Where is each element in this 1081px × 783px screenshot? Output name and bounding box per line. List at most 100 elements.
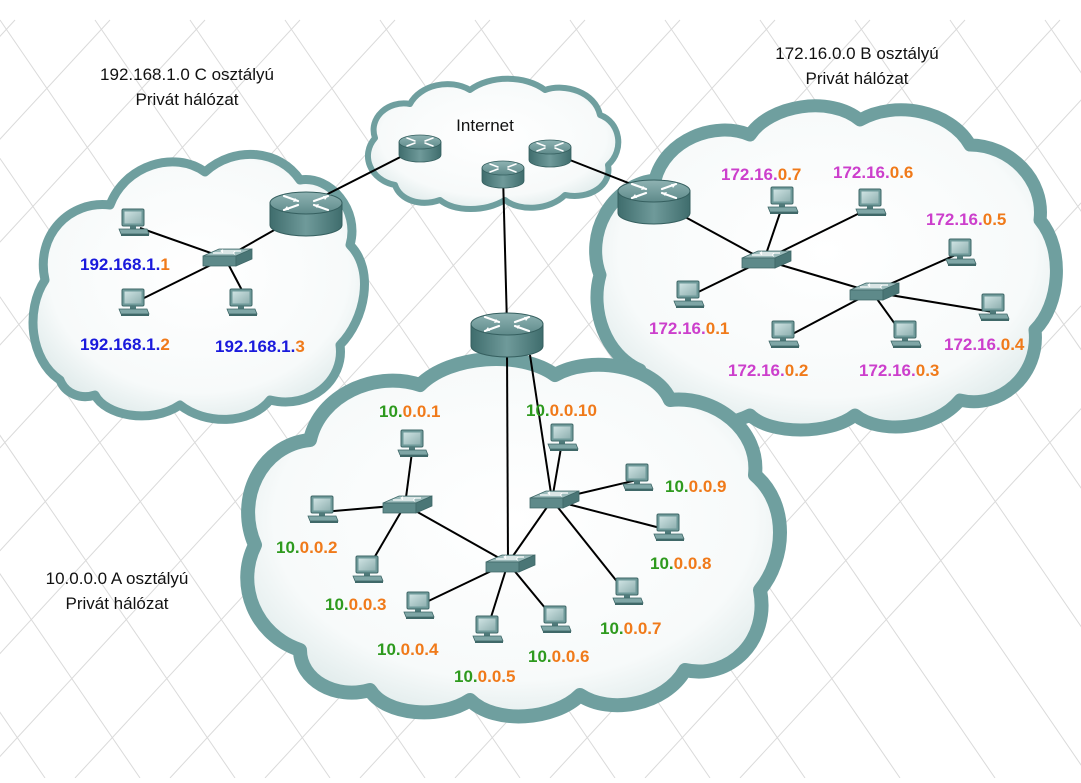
link-a-pc8 [551,499,669,531]
ip-prefix: 10. [379,402,403,421]
ip-label-172-16-0-7: 172.16.0.7 [721,165,801,184]
internet-label: Internet [456,116,514,135]
ip-host: 0.0.8 [674,554,712,573]
caption-class-a: 10.0.0.0 A osztályú Privát hálózat [2,566,232,616]
ip-host: 0.1 [706,319,730,338]
pc-10-0-0-9-icon [622,463,654,492]
ip-host: 0.0.1 [403,402,441,421]
ip-prefix: 10. [528,647,552,666]
ip-prefix: 172.16. [944,335,1001,354]
pc-10-0-0-3-icon [352,555,384,584]
ip-host: 0.0.4 [401,640,439,659]
link-a-center-right [507,499,553,564]
ip-label-10-0-0-7: 10.0.0.7 [600,619,661,638]
router-internet-2-icon [481,160,525,189]
ip-label-192-168-1-3: 192.168.1.3 [215,337,305,356]
ip-label-172-16-0-2: 172.16.0.2 [728,361,808,380]
link-a-center-left [404,504,509,564]
ip-label-172-16-0-4: 172.16.0.4 [944,335,1025,354]
ip-host: 0.6 [890,163,914,182]
pc-10-0-0-7-icon [612,577,644,606]
cloud-internet [364,75,622,212]
ip-label-10-0-0-4: 10.0.0.4 [377,640,439,659]
ip-host: 0.3 [916,361,940,380]
ip-host: 0.2 [785,361,809,380]
pc-172-16-0-3-icon [890,320,922,349]
pc-192-168-1-3-icon [226,288,258,317]
pc-172-16-0-2-icon [768,320,800,349]
ip-host: 0.0.5 [478,667,516,686]
ip-prefix: 10. [325,595,349,614]
pc-172-16-0-7-icon [767,186,799,215]
ip-label-172-16-0-6: 172.16.0.6 [833,163,913,182]
pc-192-168-1-1-icon [118,208,150,237]
ip-prefix: 192.168.1. [215,337,295,356]
ip-label-172-16-0-5: 172.16.0.5 [926,210,1006,229]
ip-label-10-0-0-8: 10.0.0.8 [650,554,711,573]
ip-label-10-0-0-3: 10.0.0.3 [325,595,386,614]
ip-host: 0.0.9 [689,477,727,496]
ip-prefix: 172.16. [649,319,706,338]
link-a-router-right [529,354,553,501]
ip-prefix: 10. [454,667,478,686]
router-class-c-icon [268,190,344,238]
ip-prefix: 10. [600,619,624,638]
caption-class-c: 192.168.1.0 C osztályú Privát hálózat [62,62,312,112]
pc-10-0-0-8-icon [653,513,685,542]
ip-prefix: 172.16. [833,163,890,182]
pc-172-16-0-1-icon [673,280,705,309]
ip-label-192-168-1-2: 192.168.1.2 [80,335,170,354]
ip-prefix: 172.16. [926,210,983,229]
pc-10-0-0-5-icon [472,615,504,644]
link-a-pc7 [551,499,628,595]
ip-prefix: 10. [650,554,674,573]
pc-172-16-0-6-icon [855,188,887,217]
ip-host: 0.0.10 [550,401,597,420]
link-wan-a [502,174,508,326]
ip-label-10-0-0-1: 10.0.0.1 [379,402,440,421]
pc-10-0-0-4-icon [403,591,435,620]
caption-class-c-line2: Privát hálózat [135,90,239,109]
ip-prefix: 172.16. [728,361,785,380]
pc-10-0-0-10-icon [547,423,579,452]
router-class-b-icon [616,178,692,226]
ip-host: 0.5 [983,210,1007,229]
router-class-a-icon [469,311,545,359]
ip-label-10-0-0-9: 10.0.0.9 [665,477,726,496]
ip-label-10-0-0-10: 10.0.0.10 [526,401,597,420]
link-a-pc10 [551,441,563,501]
ip-host: 3 [295,337,304,356]
ip-label-10-0-0-5: 10.0.0.5 [454,667,515,686]
ip-label-10-0-0-2: 10.0.0.2 [276,538,337,557]
caption-class-b-line2: Privát hálózat [805,69,909,88]
cloud-class-a [240,352,787,724]
ip-prefix: 172.16. [721,165,778,184]
ip-host: 1 [160,255,169,274]
pc-10-0-0-6-icon [540,605,572,634]
ip-host: 0.0.3 [349,595,387,614]
ip-host: 0.0.7 [624,619,662,638]
ip-prefix: 192.168.1. [80,335,160,354]
pc-172-16-0-4-icon [978,293,1010,322]
ip-prefix: 10. [665,477,689,496]
ip-prefix: 10. [276,538,300,557]
ip-host: 0.0.2 [300,538,338,557]
pc-192-168-1-2-icon [118,288,150,317]
router-internet-3-icon [528,139,572,168]
ip-prefix: 10. [526,401,550,420]
ip-host: 2 [160,335,169,354]
ip-label-172-16-0-3: 172.16.0.3 [859,361,939,380]
ip-label-172-16-0-1: 172.16.0.1 [649,319,729,338]
link-a-router-center [506,349,509,564]
ip-host: 0.0.6 [552,647,590,666]
caption-class-a-line2: Privát hálózat [65,594,169,613]
caption-class-b: 172.16.0.0 B osztályú Privát hálózat [732,41,982,91]
pc-10-0-0-1-icon [397,429,429,458]
caption-class-b-line1: 172.16.0.0 B osztályú [775,44,939,63]
ip-host: 0.7 [778,165,802,184]
pc-172-16-0-5-icon [945,238,977,267]
ip-prefix: 192.168.1. [80,255,160,274]
caption-class-c-line1: 192.168.1.0 C osztályú [100,65,274,84]
